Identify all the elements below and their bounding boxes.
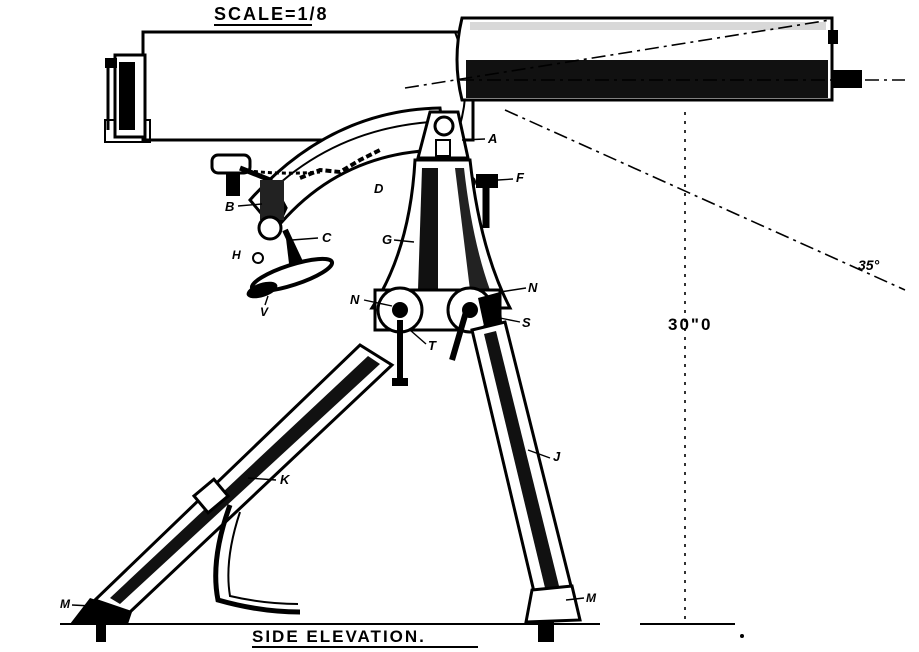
- leader-m-right: [565, 597, 585, 601]
- foot-left: [70, 598, 132, 642]
- leader-f: [497, 178, 514, 181]
- leader-c: [291, 237, 319, 241]
- leader-b: [237, 203, 263, 207]
- label-j: J: [553, 449, 561, 464]
- leader-g: [393, 239, 415, 243]
- leader-a: [461, 138, 486, 141]
- leader-m-left: [71, 604, 93, 607]
- label-h: H: [232, 248, 241, 262]
- leader-n-right: [499, 287, 527, 293]
- label-v: V: [260, 305, 269, 319]
- label-b: B: [225, 199, 234, 214]
- elevation-angle-label: 35°: [858, 257, 880, 273]
- ink-dot: [740, 634, 744, 638]
- leader-k: [247, 477, 277, 481]
- sight-lines: [404, 19, 906, 291]
- label-n-left: N: [350, 292, 360, 307]
- pivot-bracket: [416, 110, 470, 160]
- label-d: D: [374, 181, 384, 196]
- scale-heading: SCALE=1/8: [214, 4, 329, 24]
- leader-s: [499, 317, 521, 323]
- leader-t: [409, 329, 427, 345]
- label-m-left: M: [60, 597, 71, 611]
- label-g: G: [382, 232, 392, 247]
- leader-v: [264, 295, 269, 306]
- rear-leg: [92, 343, 395, 615]
- label-k: K: [280, 472, 291, 487]
- drawing-caption: SIDE ELEVATION.: [252, 627, 426, 646]
- barrel-jacket: [455, 16, 862, 102]
- rear-grip: [105, 53, 147, 139]
- label-f: F: [516, 170, 525, 185]
- height-dimension-label: 30"0: [668, 315, 712, 334]
- elevating-handwheel: [246, 252, 335, 299]
- leg-hinge-left: [376, 286, 424, 386]
- leg-hinge-right: [446, 286, 502, 361]
- label-a: A: [487, 131, 497, 146]
- foot-right: [524, 584, 582, 642]
- label-t: T: [428, 338, 437, 353]
- leader-j: [527, 449, 551, 459]
- leader-n-left: [363, 299, 393, 307]
- label-n-right: N: [528, 280, 538, 295]
- label-c: C: [322, 230, 332, 245]
- label-m-right: M: [586, 591, 597, 605]
- label-s: S: [522, 315, 531, 330]
